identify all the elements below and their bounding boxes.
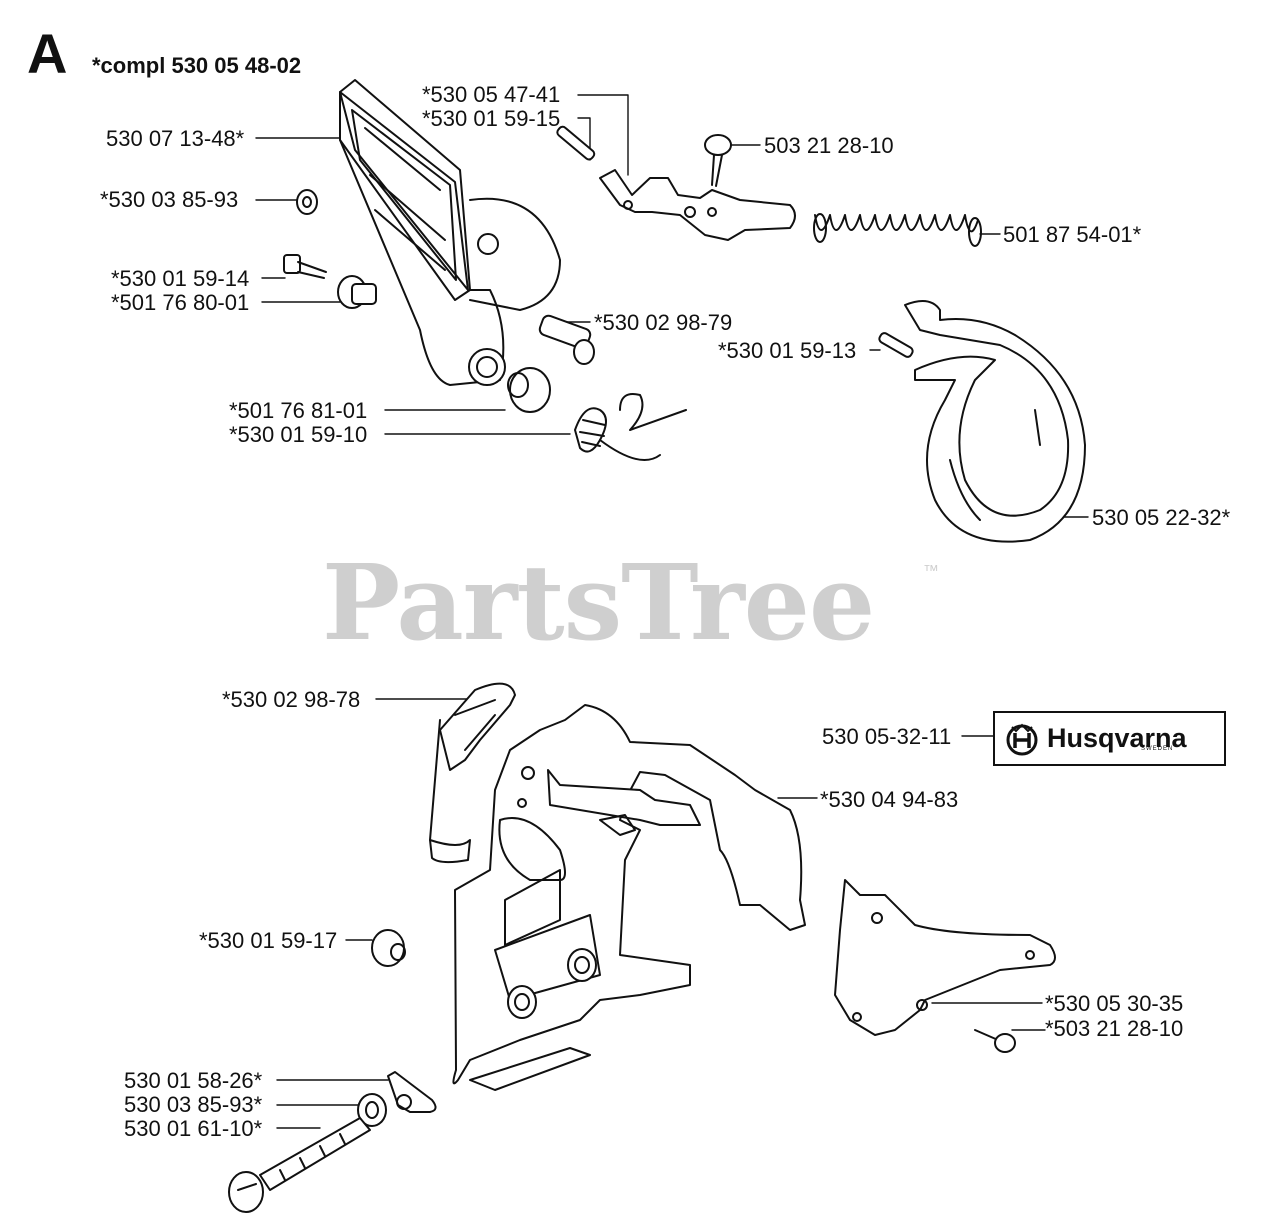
nut-530-01-59-17 <box>372 930 405 966</box>
bushing-501-76-80-01 <box>338 276 376 308</box>
washer-530-03-85-93 <box>297 190 317 214</box>
part-label-501-76-80-01: *501 76 80-01 <box>111 290 250 315</box>
screw-530-01-59-14 <box>284 255 326 278</box>
bushing-501-76-81-01 <box>508 368 550 412</box>
part-label-530-01-61-10: 530 01 61-10* <box>124 1116 263 1141</box>
decal-sub: SWEDEN <box>1141 746 1174 752</box>
part-label-530-02-98-78: *530 02 98-78 <box>222 687 361 712</box>
part-label-530-07-13-48: 530 07 13-48* <box>106 126 245 151</box>
decal-brand: Husqvarna <box>1047 723 1187 753</box>
bracket-530-05-30-35 <box>835 880 1055 1035</box>
part-label-530-02-98-79: *530 02 98-79 <box>594 310 733 335</box>
part-label-530-01-59-10: *530 01 59-10 <box>229 422 368 447</box>
part-label-530-01-58-26: 530 01 58-26* <box>124 1068 263 1093</box>
part-label-530-04-94-83: *530 04 94-83 <box>820 787 959 812</box>
clutch-cover <box>453 705 805 1090</box>
screw-503-21-28-10-top <box>705 135 731 186</box>
part-label-530-05-47-41: *530 05 47-41 <box>422 82 561 107</box>
chain-brake-handle <box>340 80 560 385</box>
part-label-530-05-32-11: 530 05-32-11 <box>822 724 952 749</box>
clip-530-02-98-78 <box>430 684 515 863</box>
brake-band <box>905 301 1085 542</box>
part-label-530-05-30-35: *530 05 30-35 <box>1045 991 1184 1016</box>
husqvarna-decal: Husqvarna SWEDEN <box>993 711 1226 766</box>
screw-503-21-28-10-bottom <box>975 1030 1015 1052</box>
part-label-503-21-28-10-bottom: *503 21 28-10 <box>1045 1016 1184 1041</box>
part-label-530-05-22-32: 530 05 22-32* <box>1092 505 1231 530</box>
part-label-530-03-85-93: *530 03 85-93 <box>100 187 239 212</box>
part-label-530-01-59-15: *530 01 59-15 <box>422 106 561 131</box>
part-label-530-01-59-13: *530 01 59-13 <box>718 338 857 363</box>
pin-530-01-59-15 <box>556 125 596 161</box>
brake-lever <box>600 170 795 240</box>
watermark: PartsTree <box>322 541 875 664</box>
plate-530-01-58-26 <box>388 1072 436 1112</box>
part-label-501-87-54-01: 501 87 54-01* <box>1003 222 1142 247</box>
assembly-title: *compl 530 05 48-02 <box>92 53 302 78</box>
spring-530-01-59-10 <box>575 394 686 460</box>
section-letter: A <box>27 22 68 85</box>
part-label-503-21-28-10-top: 503 21 28-10 <box>764 133 894 158</box>
part-label-530-01-59-14: *530 01 59-14 <box>111 266 250 291</box>
part-label-530-03-85-93-lower: 530 03 85-93* <box>124 1092 263 1117</box>
spring-501-87-54-01 <box>814 214 981 246</box>
husqvarna-crown-logo-icon <box>1005 722 1039 756</box>
part-label-501-76-81-01: *501 76 81-01 <box>229 398 368 423</box>
pin-530-01-59-13 <box>878 332 914 359</box>
part-label-530-01-59-17: *530 01 59-17 <box>199 928 338 953</box>
washer-530-03-85-93-lower <box>358 1094 386 1126</box>
watermark-trademark: ™ <box>923 563 939 580</box>
pin-530-02-98-79 <box>538 314 594 364</box>
bolt-530-01-61-10 <box>229 1118 370 1212</box>
